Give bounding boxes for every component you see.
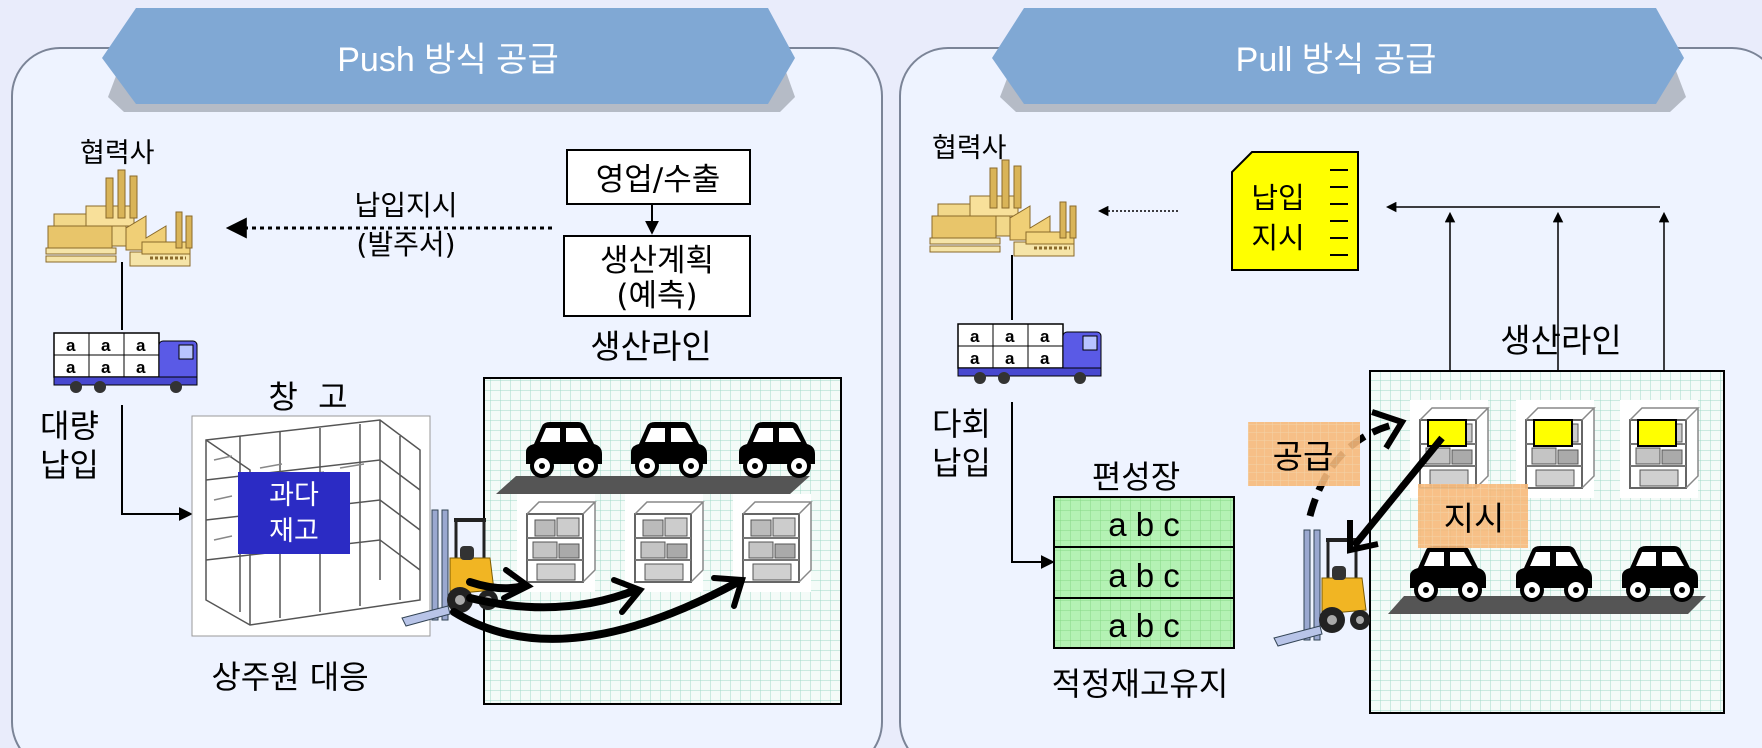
pull-rack-icon-2 bbox=[1515, 399, 1595, 499]
svg-text:a: a bbox=[101, 358, 111, 377]
pull-partner-label: 협력사 bbox=[932, 133, 1007, 164]
pull-kanban-line2: 지시 bbox=[1251, 221, 1304, 255]
push-sales-label: 영업/수출 bbox=[596, 162, 721, 198]
svg-text:a: a bbox=[66, 336, 76, 355]
push-rack-icon-2 bbox=[624, 493, 704, 593]
pull-line-label: 생산라인 bbox=[1500, 321, 1621, 360]
push-bulk-line2: 납입 bbox=[40, 446, 99, 484]
svg-text:a: a bbox=[1040, 349, 1050, 368]
pull-multi-arrow bbox=[1011, 402, 1055, 569]
push-panel: Push 방식 공급 협력사 납입지시 (발주서) 영업/수출 생산계획 (예측… bbox=[11, 8, 883, 748]
push-excess-badge bbox=[238, 472, 350, 554]
push-supply-arrows bbox=[450, 567, 746, 643]
svg-text:a: a bbox=[970, 327, 980, 346]
push-bulk-arrow bbox=[121, 405, 193, 521]
push-plan-line2: (예측) bbox=[616, 278, 697, 314]
pull-multi-line1: 다회 bbox=[932, 405, 991, 443]
svg-text:a: a bbox=[101, 336, 111, 355]
push-warehouse-label: 창 고 bbox=[268, 378, 347, 416]
svg-text:a: a bbox=[1005, 349, 1015, 368]
push-plan-box bbox=[563, 235, 751, 317]
pull-title: Pull 방식 공급 bbox=[1236, 41, 1437, 79]
push-line-label: 생산라인 bbox=[590, 327, 711, 366]
pull-instruct-arrow bbox=[1351, 435, 1445, 549]
svg-text:a: a bbox=[1005, 327, 1015, 346]
svg-text:a: a bbox=[136, 336, 146, 355]
pull-supply-label: 공급 bbox=[1273, 437, 1334, 476]
pull-instruct-label: 지시 bbox=[1444, 499, 1505, 538]
push-partner-label: 협력사 bbox=[80, 138, 155, 169]
pull-optimal-label: 적정재고유지 bbox=[1052, 665, 1229, 703]
pull-kanban-line1: 납입 bbox=[1251, 181, 1304, 215]
push-bulk-line1: 대량 bbox=[40, 407, 99, 445]
push-rack-icon-1 bbox=[516, 493, 596, 593]
pull-staging-row-1: a b c bbox=[1108, 506, 1180, 543]
pull-staging-label: 편성장 bbox=[1092, 458, 1180, 496]
push-title: Push 방식 공급 bbox=[337, 41, 559, 79]
svg-text:a: a bbox=[970, 349, 980, 368]
pull-staging-table: a b c a b c a b c bbox=[1053, 496, 1235, 649]
pull-signal-lines bbox=[1385, 201, 1670, 398]
pull-staging-row-3: a b c bbox=[1108, 607, 1180, 644]
pull-kanban-tag-1 bbox=[1427, 419, 1467, 447]
push-order-line2: (발주서) bbox=[356, 228, 455, 261]
pull-title-banner bbox=[992, 8, 1684, 104]
pull-rack-icon-1 bbox=[1409, 399, 1489, 499]
pull-kanban-tag-2 bbox=[1533, 419, 1573, 447]
push-title-banner bbox=[102, 8, 795, 104]
kanban-lines-icon bbox=[1330, 169, 1348, 256]
svg-text:a: a bbox=[66, 358, 76, 377]
push-excess-line2: 재고 bbox=[269, 516, 319, 547]
pull-kanban-tag-3 bbox=[1637, 419, 1677, 447]
pull-kanban-card bbox=[1231, 151, 1359, 271]
push-plan-line1: 생산계획 bbox=[600, 243, 714, 279]
svg-text:a: a bbox=[136, 358, 146, 377]
push-resident-label: 상주원 대응 bbox=[211, 658, 368, 696]
pull-instruct-tag bbox=[1418, 484, 1528, 548]
svg-text:a: a bbox=[1040, 327, 1050, 346]
push-order-line1: 납입지시 bbox=[354, 189, 457, 222]
pull-multi-line2: 납입 bbox=[932, 444, 991, 482]
pull-rack-icon-3 bbox=[1619, 399, 1699, 499]
push-sales-box bbox=[566, 149, 751, 205]
pull-staging-row-2: a b c bbox=[1108, 557, 1180, 594]
push-excess-line1: 과다 bbox=[269, 480, 319, 511]
pull-supply-tag bbox=[1248, 422, 1360, 486]
